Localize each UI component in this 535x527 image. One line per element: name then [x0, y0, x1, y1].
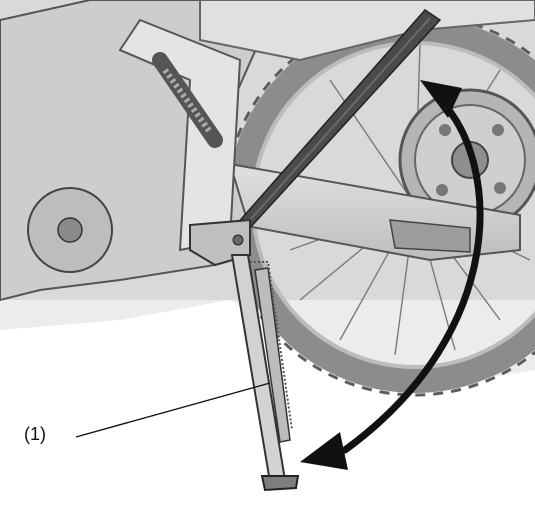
engine-cover-center [58, 218, 82, 242]
callout-leader-line [76, 383, 270, 437]
callout-label: (1) [24, 424, 46, 444]
pivot-bolt [233, 235, 243, 245]
